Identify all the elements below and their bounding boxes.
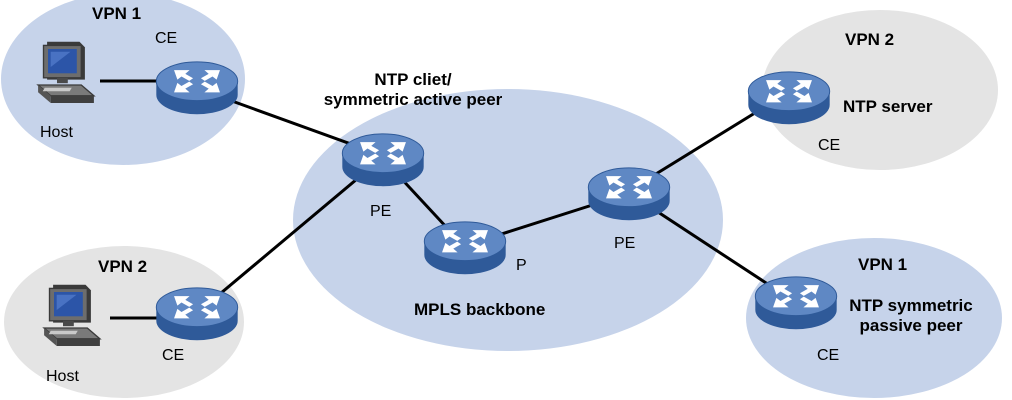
vpn2-left-label: VPN 2: [98, 257, 148, 276]
vpn1-right-label: VPN 1: [858, 255, 908, 274]
host-vpn1-label: Host: [40, 124, 73, 141]
pe-left-role-label: NTP cliet/ symmetric active peer: [296, 70, 530, 109]
backbone-label: MPLS backbone: [414, 300, 546, 319]
vpn1-left-label: VPN 1: [92, 4, 142, 23]
pe-right-router-icon: [587, 167, 671, 221]
ce-vpn1-left-label: CE: [155, 30, 178, 47]
ce-vpn1-left-router-icon: [155, 61, 239, 115]
ce-vpn2-left-label: CE: [162, 347, 185, 364]
pe-left-role-line-2: symmetric active peer: [323, 89, 503, 109]
host-vpn2-label: Host: [46, 368, 79, 385]
pe-left-role-line-1: NTP cliet/: [374, 70, 452, 89]
ce-vpn1-right-role-label: NTP symmetric passive peer: [836, 296, 986, 335]
ntp-server-label: NTP server: [843, 97, 933, 116]
pe-right-label: PE: [614, 235, 636, 252]
vpn2-right-label: VPN 2: [845, 30, 895, 49]
ce-vpn1-right-role-line-1: NTP symmetric: [849, 296, 973, 315]
ce-vpn2-right-label: CE: [818, 137, 841, 154]
ce-vpn2-left-router-icon: [155, 287, 239, 341]
pe-left-label: PE: [370, 203, 392, 220]
vpn2-left-region: [4, 246, 244, 398]
ce-vpn1-right-role-line-2: passive peer: [859, 315, 963, 335]
ce-vpn2-right-router-icon: [747, 71, 831, 125]
p-label: P: [516, 257, 527, 274]
p-router-icon: [423, 221, 507, 275]
link-ce-vpn2-pe: [195, 156, 383, 316]
ce-vpn1-right-label: CE: [817, 347, 840, 364]
pe-left-router-icon: [341, 133, 425, 187]
vpn2-right-region: [762, 10, 998, 170]
ce-vpn1-right-router-icon: [754, 276, 838, 330]
